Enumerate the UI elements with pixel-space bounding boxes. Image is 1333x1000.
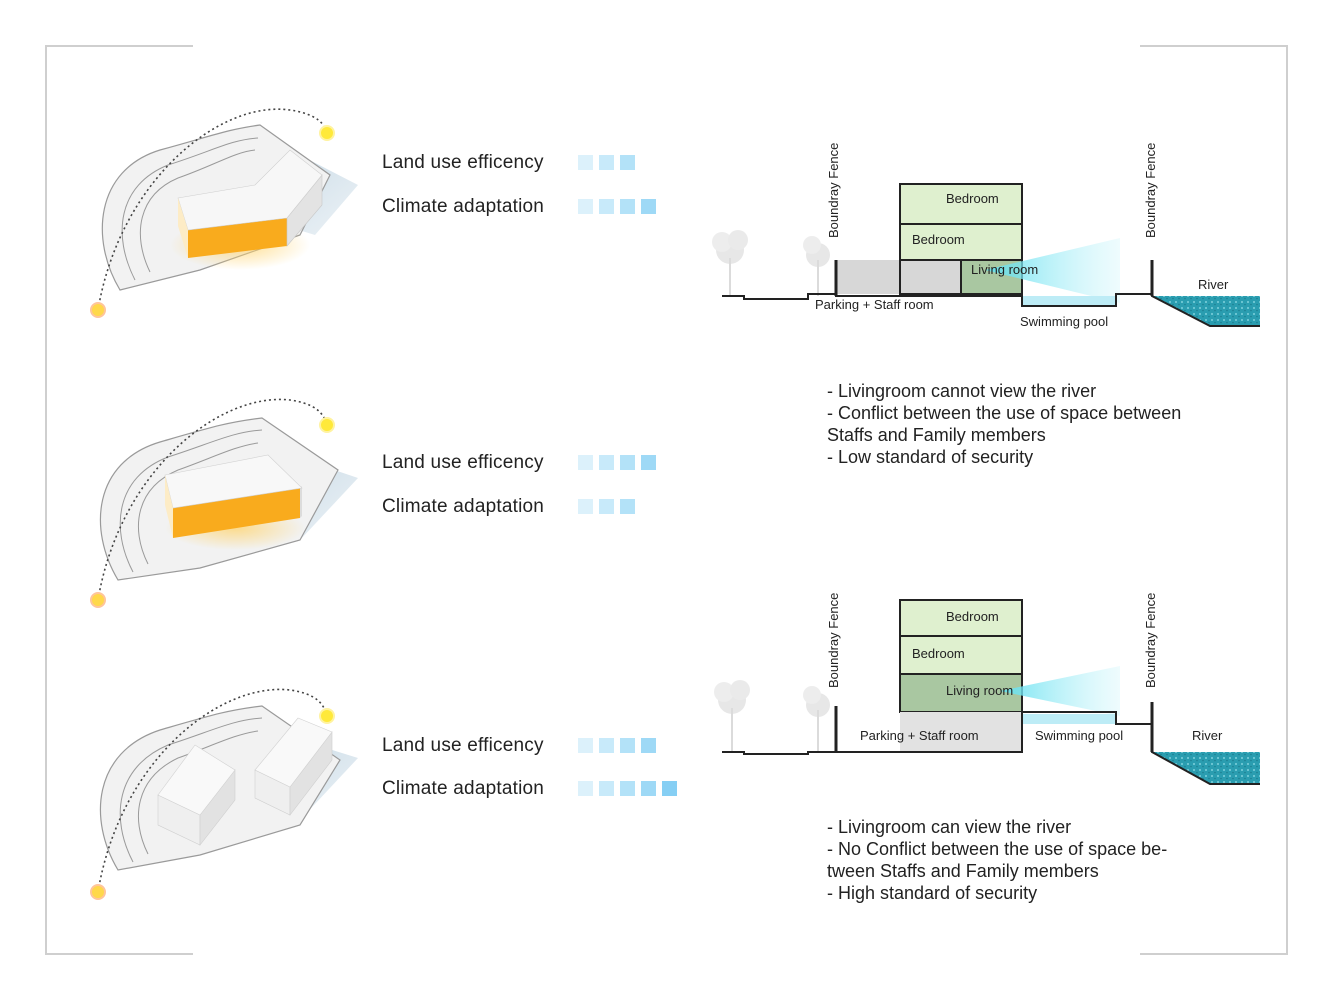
section-top: Boundray Fence Boundray Fence Bedroom Be… [712,143,1260,329]
climate-label-1: Climate adaptation [382,196,545,217]
note-line: - Conflict between the use of space betw… [827,403,1182,423]
rating-square [641,781,656,796]
rating-square [599,781,614,796]
frame-bottom-left-line [45,953,193,955]
section-bottom: Boundray Fence Boundray Fence Bedroom Be… [714,593,1260,785]
rating-square [620,199,635,214]
parking-staff-area [900,712,1022,752]
note-line: - Livingroom cannot view the river [827,381,1097,401]
rating-square [599,738,614,753]
river-label: River [1198,277,1229,292]
water-texture [1152,296,1260,326]
frame-left-line [45,45,47,955]
water-texture [1152,752,1260,784]
rating-square [599,199,614,214]
massing-option-2 [90,398,358,608]
land-use-label-1: Land use efficency [382,152,544,173]
rating-square [620,455,635,470]
climate-rating-3 [578,781,677,796]
massing-diagrams [90,108,358,900]
rating-square [620,155,635,170]
land-use-rating-1 [578,155,635,170]
pool-label: Swimming pool [1035,728,1123,743]
rating-square [599,455,614,470]
massing-option-1 [90,108,358,318]
bedroom-upper-label: Bedroom [946,191,999,206]
fence-left-label: Boundray Fence [826,593,841,688]
living-room [899,673,1023,713]
frame-bottom-right-line [1140,953,1288,955]
bedroom-lower-label: Bedroom [912,232,965,247]
sun-icon [90,302,106,318]
bedroom-upper [899,183,1023,225]
parking-label: Parking + Staff room [860,728,979,743]
living-room-label: Living room [971,262,1038,277]
note-line: - Livingroom can view the river [827,817,1072,837]
tree-icon [803,686,830,752]
bedroom-upper [899,599,1023,637]
climate-label-2: Climate adaptation [382,496,545,517]
rating-square [599,499,614,514]
view-cone [985,238,1120,303]
frame-top-right-line [1140,45,1288,47]
living-room-label: Living room [946,683,1013,698]
fence-right-label: Boundray Fence [1143,593,1158,688]
rating-square [578,199,593,214]
frame-top-left-line [45,45,193,47]
tree-icon [803,236,830,296]
climate-rating-1 [578,199,656,214]
notes-top: - Livingroom cannot view the river - Con… [827,380,1181,468]
sun-icon [319,125,335,141]
bedroom-lower [899,635,1023,675]
tree-icon [714,680,750,753]
tree-icon [712,230,748,296]
rating-square [641,738,656,753]
rating-square [578,781,593,796]
note-line: - No Conflict between the use of space b… [827,839,1168,859]
land-use-rating-2 [578,455,656,470]
pool-water [1022,714,1116,724]
rating-square [641,455,656,470]
rating-square [662,781,677,796]
rating-square [578,155,593,170]
rating-square [578,499,593,514]
rating-square [641,199,656,214]
sun-icon [319,417,335,433]
rating-square [599,155,614,170]
notes-bottom: - Livingroom can view the river - No Con… [827,816,1167,904]
bedroom-lower-label: Bedroom [912,646,965,661]
note-line: Staffs and Family members [827,425,1046,445]
land-use-label-3: Land use efficency [382,735,544,756]
pool-water [1022,296,1116,306]
rating-square [578,738,593,753]
land-use-rating-3 [578,738,656,753]
bedroom-lower [899,223,1023,261]
sun-icon [90,592,106,608]
rating-square [578,455,593,470]
staff-room [899,259,962,295]
parking-label: Parking + Staff room [815,297,934,312]
pool-label: Swimming pool [1020,314,1108,329]
bedroom-upper-label: Bedroom [946,609,999,624]
note-line: - Low standard of security [827,447,1034,467]
climate-rating-2 [578,499,635,514]
note-line: tween Staffs and Family members [827,861,1099,881]
note-line: - High standard of security [827,883,1038,903]
rating-square [620,781,635,796]
parking-area [836,260,900,294]
frame-right-line [1286,45,1288,955]
sun-icon [90,884,106,900]
climate-label-3: Climate adaptation [382,778,545,799]
fence-left-label: Boundray Fence [826,143,841,238]
rating-square [620,499,635,514]
land-use-label-2: Land use efficency [382,452,544,473]
fence-right-label: Boundray Fence [1143,143,1158,238]
massing-option-3 [90,688,358,900]
view-cone [1000,666,1120,716]
rating-square [620,738,635,753]
river-label: River [1192,728,1223,743]
sun-icon [319,708,335,724]
